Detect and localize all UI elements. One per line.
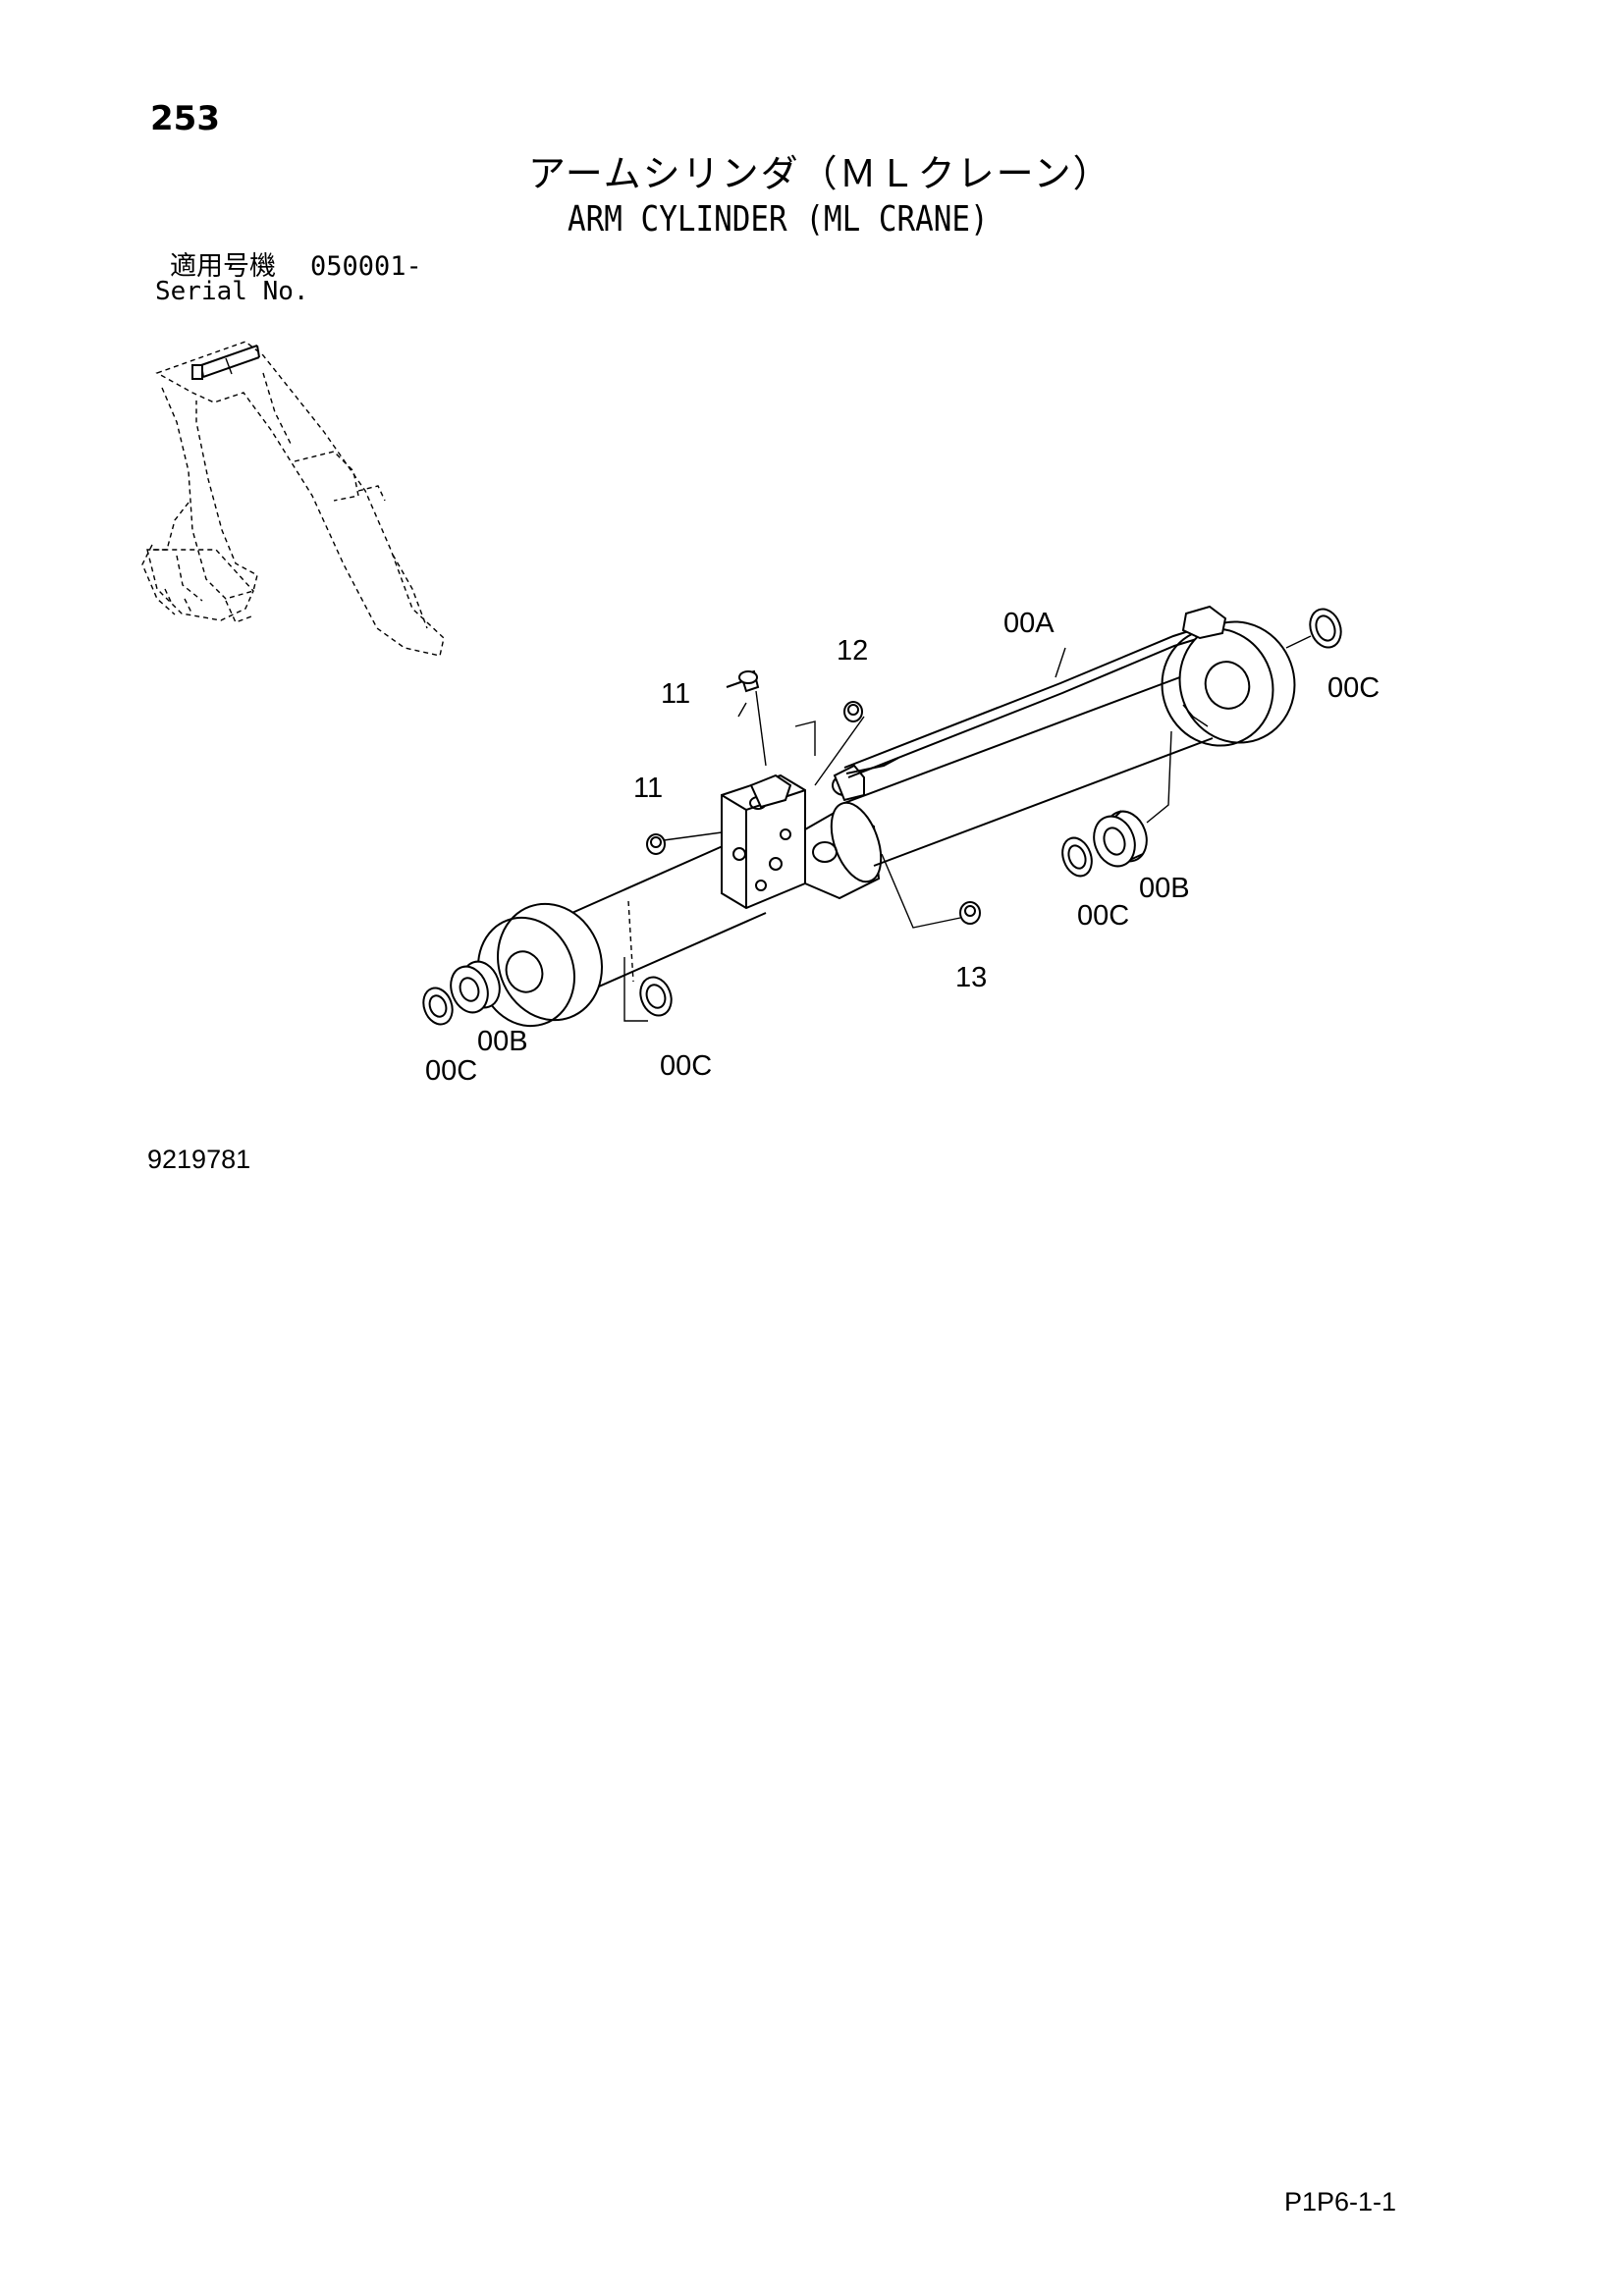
callout-13: 13 <box>955 962 987 993</box>
excavator-arm-location-sketch <box>141 341 445 657</box>
drawing-number: 9219781 <box>147 1145 251 1174</box>
part-00C-center <box>639 976 673 1017</box>
callout-00A: 00A <box>1003 608 1055 639</box>
serial-number-value: 050001- <box>310 251 422 282</box>
part-00B-left <box>450 960 501 1014</box>
part-11-fitting-left <box>646 833 666 855</box>
serial-label-japanese: 適用号機 <box>170 251 276 282</box>
part-00C-left <box>422 987 454 1026</box>
part-13-plug <box>959 901 981 925</box>
page-code: P1P6-1-1 <box>1284 2187 1397 2216</box>
part-12-plug <box>843 701 863 722</box>
arm-cylinder-assembly <box>476 605 1296 1028</box>
part-00C-mid-right <box>1061 836 1093 878</box>
part-00C-top-right <box>1309 608 1342 649</box>
callout-12: 12 <box>837 635 868 667</box>
page-title-english: ARM CYLINDER (ML CRANE) <box>568 199 989 240</box>
callout-00C-center: 00C <box>660 1050 712 1082</box>
callout-00C-left: 00C <box>425 1055 477 1087</box>
part-00B-right <box>1093 810 1148 868</box>
callout-11-top: 11 <box>661 678 690 710</box>
callout-00B-right: 00B <box>1139 873 1190 904</box>
callout-00B-left: 00B <box>477 1026 528 1057</box>
page-title-japanese: アームシリンダ（ＭＬクレーン） <box>528 152 1112 195</box>
callout-00C-top-right: 00C <box>1327 672 1380 704</box>
page-number: 253 <box>150 99 220 138</box>
part-11-fitting-top <box>726 669 760 693</box>
leader-lines <box>623 635 1312 1022</box>
serial-label-english: Serial No. <box>155 277 309 306</box>
callout-11-left: 11 <box>633 773 663 804</box>
callout-00C-mid-right: 00C <box>1077 900 1129 932</box>
